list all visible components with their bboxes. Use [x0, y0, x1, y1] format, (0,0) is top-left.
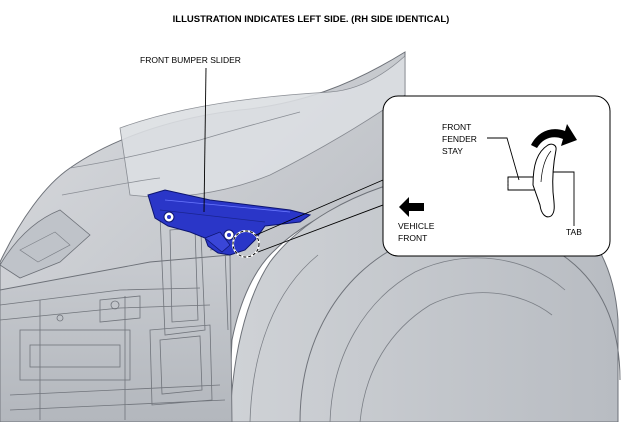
vehicle-front-label-line1: VEHICLE	[398, 221, 435, 231]
detail-callout-box: FRONT FENDER STAY TAB VEHICLE FRONT	[382, 95, 611, 257]
front-bumper-slider-part	[147, 189, 312, 256]
stay-label-line2: FENDER	[442, 134, 477, 144]
hood-surface	[119, 55, 406, 198]
slider-rib	[164, 199, 291, 213]
diagram-title: ILLUSTRATION INDICATES LEFT SIDE. (RH SI…	[173, 14, 450, 25]
stay-label-line3: STAY	[442, 146, 463, 156]
fender-crease	[61, 177, 161, 196]
tire-arc	[249, 254, 319, 422]
fender-crease	[69, 111, 301, 169]
tire-arc	[329, 257, 566, 422]
slider-leader-line	[203, 67, 207, 213]
tab-inner	[540, 150, 552, 183]
tab-shape	[532, 143, 557, 218]
tab-label: TAB	[566, 227, 582, 237]
curved-arrow-icon	[531, 124, 577, 148]
arrow-left-icon	[399, 197, 424, 217]
headlamp-detail	[19, 231, 71, 263]
slider-lower-tab	[204, 231, 231, 253]
slider-label: FRONT BUMPER SLIDER	[140, 55, 241, 65]
stay-label-line1: FRONT	[442, 122, 471, 132]
headlamp-area	[0, 209, 91, 279]
callout-leader-line	[257, 204, 384, 253]
tab-leader-line	[553, 171, 575, 226]
callout-leader-line	[255, 179, 384, 236]
stay-leader-line	[487, 137, 520, 181]
fastener-clip	[167, 215, 171, 219]
vehicle-front-label-line2: FRONT	[398, 233, 427, 243]
slider-body	[147, 189, 312, 256]
detail-callout-circle	[232, 230, 260, 258]
tire-arc	[359, 292, 553, 422]
fastener-clip	[227, 233, 231, 237]
slider-rib	[159, 209, 266, 223]
